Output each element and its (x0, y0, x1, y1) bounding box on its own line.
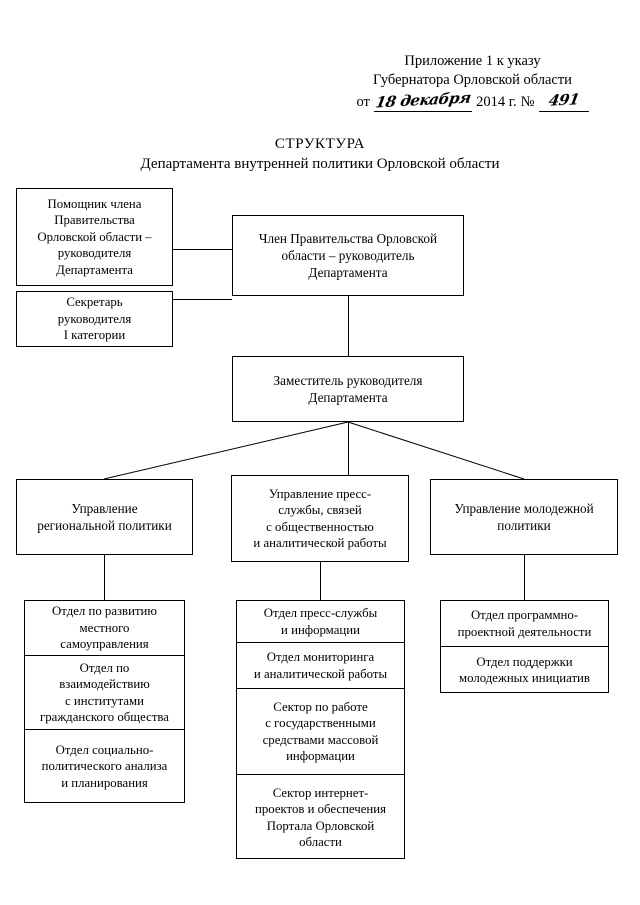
list-item[interactable]: Отдел программно- проектной деятельности (441, 601, 608, 647)
number-handwritten-slot: 491 (538, 90, 589, 112)
node-division-youth-label: Управление молодежной политики (454, 501, 594, 533)
list-item[interactable]: Сектор по работе с государственными сред… (237, 689, 404, 775)
cell-label: Отдел пресс-службы и информации (263, 606, 378, 637)
node-assistant[interactable]: Помощник члена Правительства Орловской о… (16, 188, 173, 286)
node-division-press-label: Управление пресс- службы, связей с общес… (253, 486, 387, 551)
list-item[interactable]: Отдел поддержки молодежных инициатив (441, 647, 608, 693)
title-line-1: СТРУКТУРА (274, 136, 366, 152)
node-division-regional-policy[interactable]: Управление региональной политики (16, 479, 193, 555)
cell-label: Отдел по взаимодействию с институтами гр… (40, 660, 169, 725)
diagonal-deputy-to-youth (347, 421, 525, 480)
column-regional-departments: Отдел по развитию местного самоуправлени… (24, 600, 185, 803)
node-secretary-label: Секретарь руководителя I категории (57, 295, 132, 343)
cell-label: Отдел социально- политического анализа и… (41, 742, 168, 790)
list-item[interactable]: Отдел по взаимодействию с институтами гр… (25, 656, 184, 730)
year-label: 2014 г. (476, 94, 517, 110)
header-line-1: Приложение 1 к указу (404, 53, 541, 69)
list-item[interactable]: Сектор интернет- проектов и обеспечения … (237, 775, 404, 860)
connector-regional-to-column (104, 555, 105, 600)
diagonal-deputy-to-regional (103, 421, 349, 480)
cell-label: Отдел поддержки молодежных инициатив (459, 654, 590, 686)
document-header: Приложение 1 к указу Губернатора Орловск… (330, 52, 615, 112)
list-item[interactable]: Отдел мониторинга и аналитической работы (237, 643, 404, 689)
list-item[interactable]: Отдел по развитию местного самоуправлени… (25, 601, 184, 656)
date-prefix-label: от (356, 94, 370, 110)
connector-head-to-deputy (348, 296, 349, 356)
title-line-2: Департамента внутренней политики Орловск… (140, 156, 500, 172)
date-handwritten-slot: 18 декабря (373, 88, 473, 112)
connector-press-to-column (320, 562, 321, 600)
list-item[interactable]: Отдел пресс-службы и информации (237, 601, 404, 643)
header-line-2: Губернатора Орловской области (373, 72, 572, 88)
node-head-label: Член Правительства Орловской области – р… (258, 231, 438, 280)
node-division-youth-policy[interactable]: Управление молодежной политики (430, 479, 618, 555)
connector-assistant-to-head (173, 249, 232, 250)
cell-label: Отдел мониторинга и аналитической работы (253, 650, 388, 681)
node-division-regional-label: Управление региональной политики (37, 501, 172, 533)
number-symbol-label: № (520, 94, 535, 110)
node-head-of-department[interactable]: Член Правительства Орловской области – р… (232, 215, 464, 296)
node-assistant-label: Помощник члена Правительства Орловской о… (37, 196, 152, 277)
cell-label: Сектор по работе с государственными сред… (262, 699, 379, 764)
cell-label: Отдел программно- проектной деятельности (457, 608, 592, 639)
connector-deputy-to-press (348, 422, 349, 479)
column-youth-departments: Отдел программно- проектной деятельности… (440, 600, 609, 693)
column-press-departments: Отдел пресс-службы и информации Отдел мо… (236, 600, 405, 859)
cell-label: Отдел по развитию местного самоуправлени… (52, 604, 157, 652)
connector-youth-to-column (524, 555, 525, 600)
date-handwritten-text: 18 декабря (374, 88, 473, 112)
number-handwritten-text: 491 (547, 90, 581, 110)
connector-secretary-to-head (173, 299, 232, 300)
node-deputy-label: Заместитель руководителя Департамента (273, 373, 423, 405)
cell-label: Сектор интернет- проектов и обеспечения … (255, 785, 386, 850)
list-item[interactable]: Отдел социально- политического анализа и… (25, 730, 184, 803)
page-title: СТРУКТУРА Департамента внутренней полити… (0, 134, 640, 174)
node-secretary[interactable]: Секретарь руководителя I категории (16, 291, 173, 347)
node-division-press-service[interactable]: Управление пресс- службы, связей с общес… (231, 475, 409, 562)
header-date-line: от 18 декабря 2014 г. № 491 (330, 88, 615, 112)
node-deputy-head[interactable]: Заместитель руководителя Департамента (232, 356, 464, 422)
